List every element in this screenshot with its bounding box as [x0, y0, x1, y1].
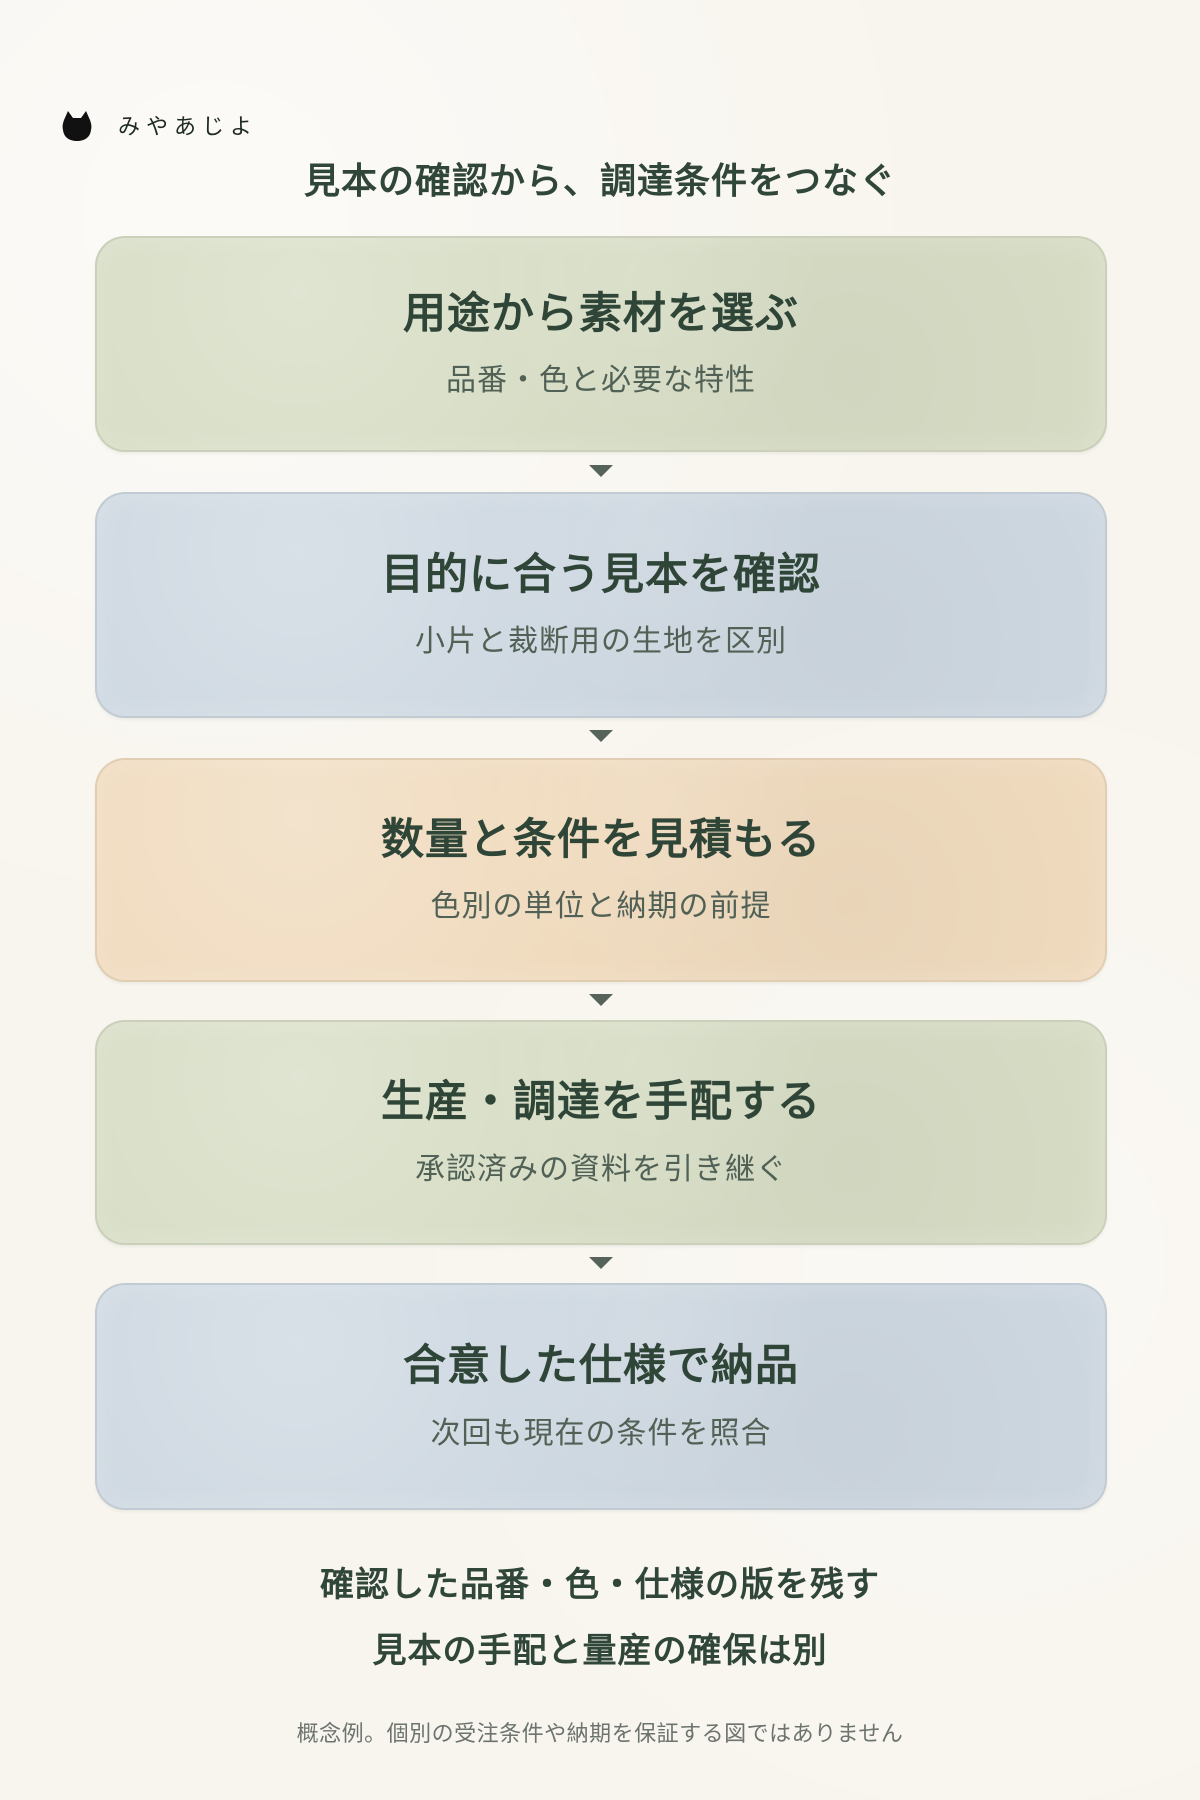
step-card-1: 用途から素材を選ぶ 品番・色と必要な特性 [95, 236, 1107, 452]
summary-note-2: 見本の手配と量産の確保は別 [372, 1631, 828, 1671]
step-card-4: 生産・調達を手配する 承認済みの資料を引き継ぐ [95, 1020, 1107, 1245]
step-card-3: 数量と条件を見積もる 色別の単位と納期の前提 [95, 758, 1107, 982]
step-4-title: 生産・調達を手配する [381, 1077, 821, 1128]
step-1-title: 用途から素材を選ぶ [403, 288, 799, 339]
step-2-subtitle: 小片と裁断用の生地を区別 [415, 624, 787, 660]
step-card-2: 目的に合う見本を確認 小片と裁断用の生地を区別 [95, 492, 1107, 718]
step-2-title: 目的に合う見本を確認 [381, 549, 821, 600]
step-3-title: 数量と条件を見積もる [381, 814, 821, 865]
step-3-subtitle: 色別の単位と納期の前提 [430, 889, 772, 925]
step-5-title: 合意した仕様で納品 [403, 1341, 799, 1392]
down-arrow-icon [589, 1257, 613, 1269]
step-4-subtitle: 承認済みの資料を引き継ぐ [415, 1151, 787, 1187]
brand-name: みやあじよ [118, 115, 259, 140]
step-5-subtitle: 次回も現在の条件を照合 [430, 1415, 772, 1451]
cat-icon [62, 111, 92, 141]
page-title: 見本の確認から、調達条件をつなぐ [303, 161, 896, 202]
step-card-5: 合意した仕様で納品 次回も現在の条件を照合 [95, 1283, 1107, 1510]
step-1-subtitle: 品番・色と必要な特性 [446, 363, 756, 399]
summary-note-1: 確認した品番・色・仕様の版を残す [320, 1565, 880, 1605]
down-arrow-icon [589, 730, 613, 742]
disclaimer: 概念例。個別の受注条件や納期を保証する図ではありません [296, 1722, 904, 1747]
brand: みやあじよ [60, 107, 258, 143]
down-arrow-icon [589, 465, 613, 477]
down-arrow-icon [589, 994, 613, 1006]
